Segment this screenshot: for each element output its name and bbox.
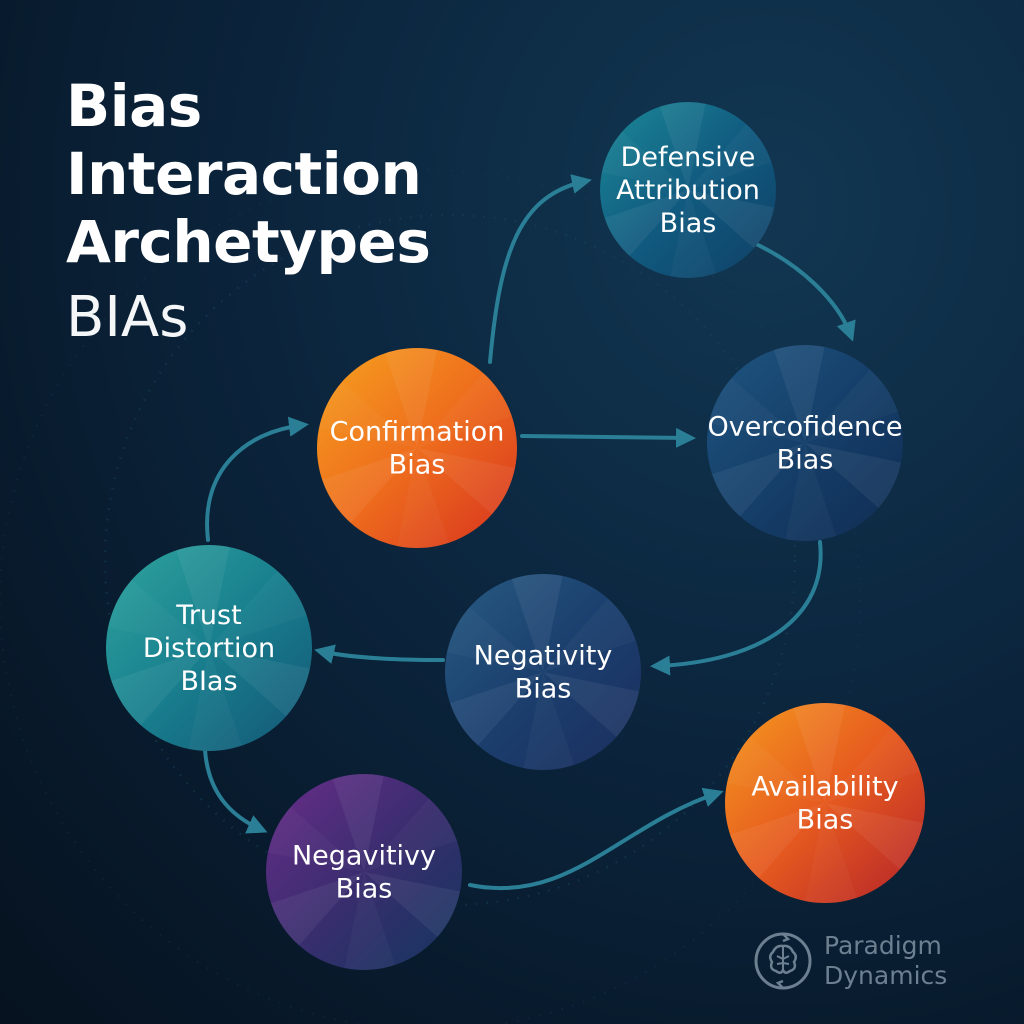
node-label-negativity-line-2: Bias (515, 674, 572, 705)
brand-logo: Paradigm Dynamics (752, 930, 947, 992)
node-label-negavitivy-line-1: Negavitivy (292, 841, 436, 872)
node-facets-overconfidence (712, 345, 901, 517)
node-label-trust-distortion-line-3: BIas (180, 666, 237, 697)
arrow-defensive-attribution-to-overconfidence (754, 242, 856, 342)
node-label-trust-distortion-line-1: Trust (175, 600, 241, 631)
node-label-availability-line-1: Availability (751, 772, 898, 803)
arrow-trust-distortion-to-confirmation (205, 416, 309, 542)
brain-cycle-icon (754, 932, 812, 990)
node-label-negavitivy-line-2: Bias (336, 874, 393, 905)
arrow-negavitivy-to-availability (468, 787, 724, 891)
node-circle-overconfidence (707, 345, 903, 541)
node-circle-negativity (445, 574, 641, 770)
nodes-layer: DefensiveAttributionBiasConfirmationBias… (106, 102, 925, 970)
node-facets-negativity (450, 574, 639, 746)
node-label-confirmation-line-2: Bias (389, 450, 446, 481)
arrow-confirmation-to-overconfidence (520, 427, 696, 448)
edges-layer (203, 174, 856, 891)
node-facets-negavitivy (271, 774, 460, 946)
node-facets-availability (730, 703, 923, 878)
brand-name: Paradigm Dynamics (824, 931, 947, 991)
arrow-trust-distortion-to-negavitivy (203, 748, 268, 834)
arrow-confirmation-to-defensive-attribution (488, 174, 592, 364)
arrow-negativity-to-trust-distortion (314, 644, 445, 664)
subtitle: BIAs (66, 285, 189, 350)
node-circle-availability (725, 703, 925, 903)
node-label-overconfidence-line-2: Bias (777, 445, 834, 476)
title-line-2: Interaction (66, 140, 422, 208)
node-label-defensive-attribution-line-2: Attribution (616, 175, 760, 206)
node-label-availability-line-2: Bias (797, 805, 854, 836)
node-circle-confirmation (317, 348, 517, 548)
brand-name-line-2: Dynamics (824, 961, 948, 990)
title-block: Bias Interaction Archetypes BIAs (66, 72, 431, 350)
node-label-trust-distortion-line-2: Distortion (143, 633, 275, 664)
node-facets-trust-distortion (111, 545, 310, 726)
node-label-overconfidence-line-1: Overcofidence (707, 412, 902, 443)
arrow-overconfidence-to-negativity (650, 540, 823, 676)
node-label-defensive-attribution-line-1: Defensive (621, 142, 756, 173)
node-circle-trust-distortion (106, 545, 312, 751)
brand-name-line-1: Paradigm (824, 931, 942, 960)
node-circle-defensive-attribution (600, 102, 776, 278)
node-circle-negavitivy (266, 774, 462, 970)
background-decor (0, 169, 861, 1024)
node-facets-confirmation (322, 348, 515, 523)
title-line-3: Archetypes (66, 208, 431, 276)
node-facets-defensive-attribution (604, 102, 775, 256)
node-label-defensive-attribution-line-3: Bias (660, 208, 717, 239)
node-label-negativity-line-1: Negativity (474, 641, 613, 672)
title-line-1: Bias (66, 72, 202, 140)
node-label-confirmation-line-1: Confirmation (330, 417, 505, 448)
